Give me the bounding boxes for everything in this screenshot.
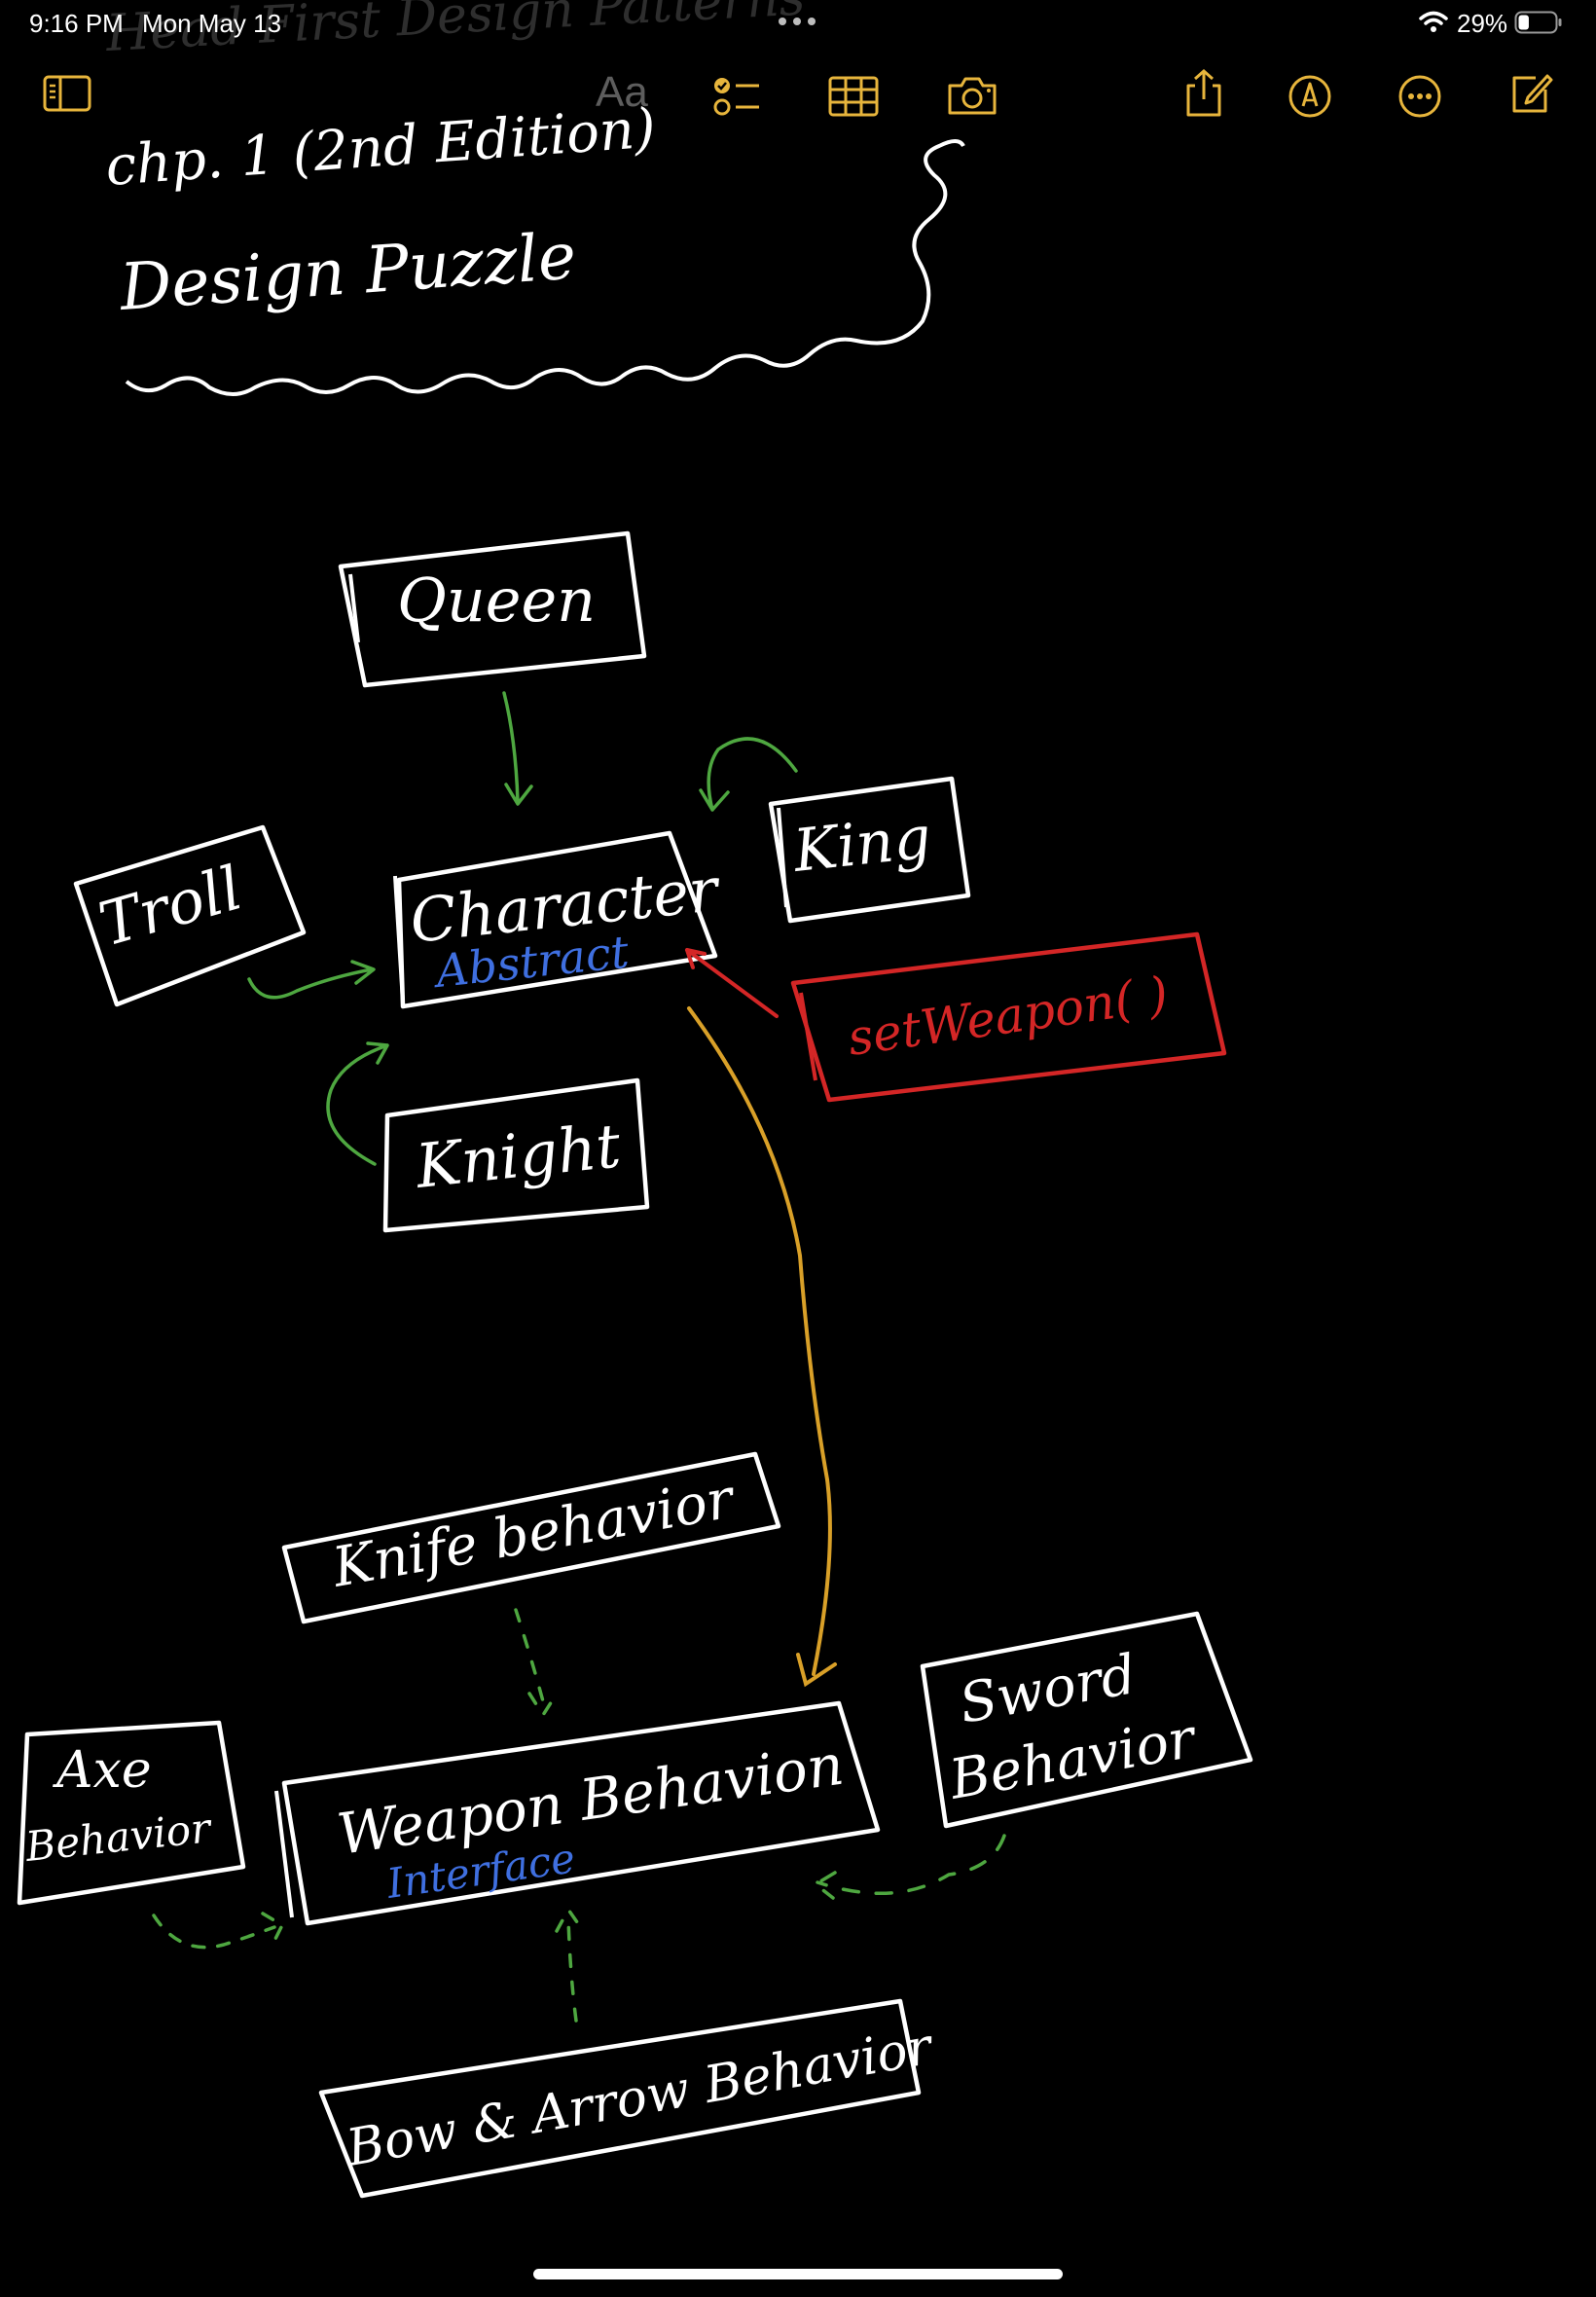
box-king: King	[768, 776, 971, 924]
inheritance-arrows	[152, 691, 1006, 2023]
arrow-knight-to-character	[326, 1041, 389, 1166]
arrow-axe-to-weapon	[152, 1912, 284, 1950]
camera-icon	[948, 77, 997, 115]
header-line-3: Design Puzzle	[117, 218, 579, 325]
box-knife-behavior: Knife behavior	[281, 1451, 781, 1624]
label-queen: Queen	[397, 565, 596, 636]
more-icon	[1398, 75, 1441, 118]
label-set-weapon: setWeapon( )	[845, 966, 1172, 1067]
status-bar: 9:16 PM Mon May 13 29%	[0, 0, 1596, 47]
arrow-bow-to-weapon	[555, 1908, 584, 2023]
label-troll: Troll	[91, 852, 249, 960]
label-king: King	[789, 804, 934, 886]
multitasking-dots-icon[interactable]	[774, 12, 822, 31]
table-button[interactable]	[828, 76, 879, 117]
header-line-1: Head First Design Patterns	[104, 0, 807, 63]
camera-button[interactable]	[946, 74, 998, 117]
box-knight: Knight	[382, 1077, 650, 1233]
header-wavy-border	[125, 139, 965, 396]
arrow-sword-to-weapon	[814, 1834, 1006, 1900]
label-knight: Knight	[412, 1110, 624, 1202]
box-weapon-behavior: Weapon Behavion Interface	[274, 1700, 881, 1926]
home-indicator[interactable]	[533, 2269, 1063, 2279]
status-time: 9:16 PM	[29, 9, 124, 38]
note-header: Head First Design Patterns chp. 1 (2nd E…	[103, 0, 965, 396]
sidebar-toggle-button[interactable]	[43, 74, 91, 113]
box-troll: Troll	[73, 824, 307, 1007]
arrow-queen-to-character	[502, 691, 533, 806]
status-date: Mon May 13	[142, 9, 282, 38]
box-set-weapon: setWeapon( )	[685, 931, 1227, 1103]
sidebar-icon	[43, 75, 91, 112]
arrow-king-to-character	[699, 737, 798, 812]
box-queen: Queen	[338, 530, 647, 688]
label-axe-line1: Axe	[53, 1741, 152, 1800]
compose-button[interactable]	[1508, 72, 1553, 117]
compose-icon	[1512, 74, 1553, 113]
markup-button[interactable]	[1288, 74, 1332, 119]
markup-icon	[1288, 75, 1331, 118]
battery-percent: 29%	[1457, 9, 1508, 38]
battery-icon	[1514, 11, 1562, 34]
header-line-2: chp. 1 (2nd Edition)	[103, 97, 657, 199]
set-weapon-arrow	[685, 948, 779, 1018]
box-bow-arrow-behavior: Bow & Arrow Behavior	[318, 1998, 939, 2199]
box-axe-behavior: Axe Behavior	[17, 1720, 246, 1906]
arrow-knife-to-weapon	[514, 1608, 559, 1717]
checklist-button[interactable]	[712, 76, 761, 119]
share-icon	[1186, 68, 1221, 117]
box-character: Character Abstract	[393, 830, 724, 1009]
checklist-icon	[713, 78, 759, 116]
label-knife-behavior: Knife behavior	[327, 1467, 741, 1600]
table-icon	[828, 76, 879, 117]
share-button[interactable]	[1183, 68, 1224, 119]
wifi-icon	[1419, 11, 1448, 32]
more-options-button[interactable]	[1397, 74, 1442, 119]
has-a-arrow-character-to-weapon	[687, 1006, 837, 1688]
text-format-button[interactable]: Aa	[596, 68, 648, 116]
label-axe-line2: Behavior	[22, 1804, 215, 1871]
arrow-troll-to-character	[247, 960, 376, 1000]
box-sword-behavior: Sword Behavior	[920, 1611, 1253, 1829]
